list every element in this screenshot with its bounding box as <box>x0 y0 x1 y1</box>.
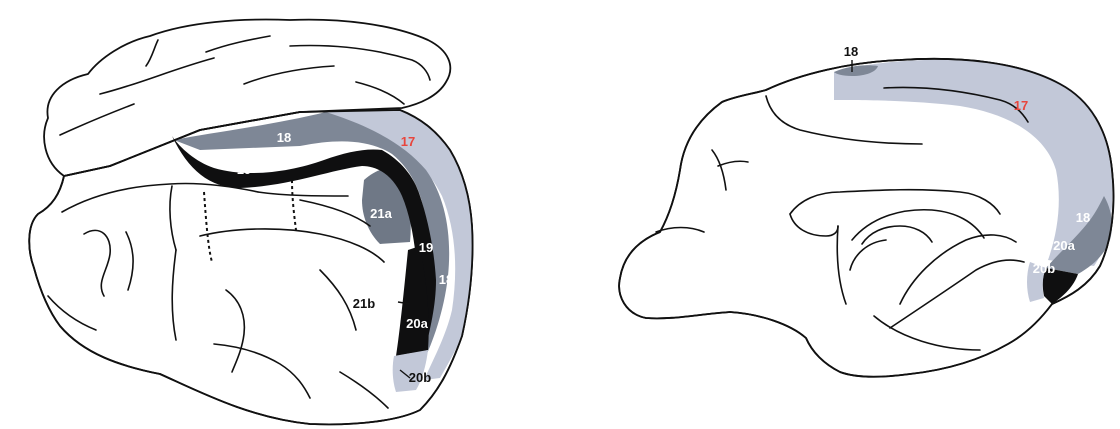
medial-label-area-17: 17 <box>1014 98 1028 113</box>
upper-hemisphere <box>44 20 450 176</box>
label-area-20b: 20b <box>409 370 431 385</box>
label-area-21b: 21b <box>353 296 375 311</box>
label-area-21a: 21a <box>370 206 392 221</box>
label-area-19-top: 19 <box>237 162 251 177</box>
area-19-region <box>172 136 436 354</box>
lateral-brain-view: 18 17 19 21a 19 18 21b 20a 20b <box>29 20 472 425</box>
medial-brain-view: 18 17 18 20a 20b <box>619 44 1113 377</box>
label-area-20a: 20a <box>406 316 428 331</box>
label-area-19-lateral: 19 <box>419 240 433 255</box>
label-area-18: 18 <box>277 130 291 145</box>
medial-label-area-20a: 20a <box>1053 238 1075 253</box>
medial-label-area-20b: 20b <box>1033 261 1055 276</box>
medial-label-area-18-post: 18 <box>1076 210 1090 225</box>
label-area-18-lateral: 18 <box>439 272 453 287</box>
label-area-17: 17 <box>401 134 415 149</box>
medial-label-area-18-top: 18 <box>844 44 858 59</box>
